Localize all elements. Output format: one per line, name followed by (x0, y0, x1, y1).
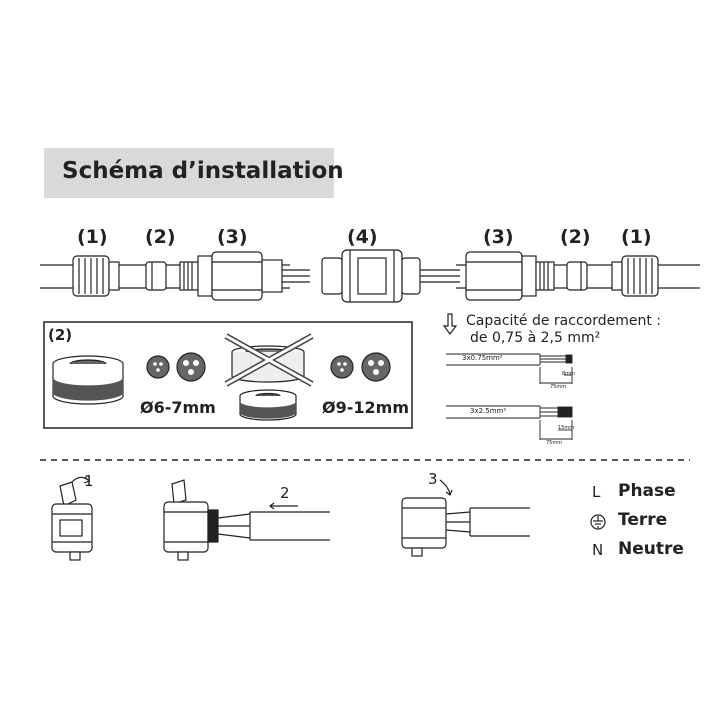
cap-nut-left (72, 255, 120, 297)
seal-large-icon (52, 355, 124, 405)
seal-crossed-icon (224, 333, 314, 387)
seal-left (145, 261, 167, 291)
step-1-number: 1 (84, 472, 94, 490)
step-2-number: 2 (280, 484, 290, 502)
part-label-3-right: (3) (483, 226, 514, 248)
cable-1-label: 3x0.75mm² (462, 354, 503, 362)
step-3-illustration (401, 479, 530, 557)
cable-strip-diagram-2 (446, 405, 573, 440)
seal-box-label: (2) (48, 326, 73, 344)
earth-symbol-icon (590, 514, 606, 530)
legend-label-neutral: Neutre (618, 539, 684, 559)
seal-cross-section-small (146, 352, 206, 382)
connector-body (321, 249, 421, 303)
gland-body-left (179, 251, 283, 301)
cable-2-total-length: 75mm (546, 440, 563, 446)
small-diameter-label: Ø6-7mm (140, 398, 216, 417)
capacity-line-2: de 0,75 à 2,5 mm² (470, 330, 601, 346)
cable-2-label: 3x2.5mm² (470, 407, 507, 415)
wire-ends-left (282, 269, 310, 283)
step-2-illustration (163, 479, 330, 561)
part-label-4-center: (4) (347, 226, 378, 248)
legend-symbol-neutral: N (592, 541, 604, 559)
legend-label-earth: Terre (618, 510, 668, 530)
title-box: Schéma d’installation (44, 148, 344, 198)
seal-info-box (43, 321, 413, 429)
part-label-1-right: (1) (621, 226, 652, 248)
seal-cross-section-large (330, 352, 391, 382)
seal-small-icon (239, 389, 297, 421)
page-title: Schéma d’installation (62, 158, 344, 184)
wire-ends-right (420, 269, 460, 283)
part-label-3-left: (3) (217, 226, 248, 248)
capacity-line-1: Capacité de raccordement : (466, 313, 661, 329)
cap-nut-right (611, 255, 659, 297)
cable-strip-diagram-1 (446, 353, 573, 384)
part-label-1-left: (1) (77, 226, 108, 248)
legend-symbol-phase: L (592, 483, 601, 501)
cable-2-strip-length: 15mm (558, 425, 575, 431)
step-1-illustration (51, 476, 93, 561)
large-diameter-label: Ø9-12mm (322, 398, 409, 417)
part-label-2-left: (2) (145, 226, 176, 248)
seal-right (566, 261, 588, 291)
part-label-2-right: (2) (560, 226, 591, 248)
gland-body-right (465, 251, 555, 301)
cable-1-strip-length: 8mm (562, 371, 575, 377)
step-3-number: 3 (428, 470, 438, 488)
down-arrow-icon (442, 313, 458, 335)
cable-1-total-length: 75mm (550, 384, 567, 390)
legend-label-phase: Phase (618, 481, 676, 501)
